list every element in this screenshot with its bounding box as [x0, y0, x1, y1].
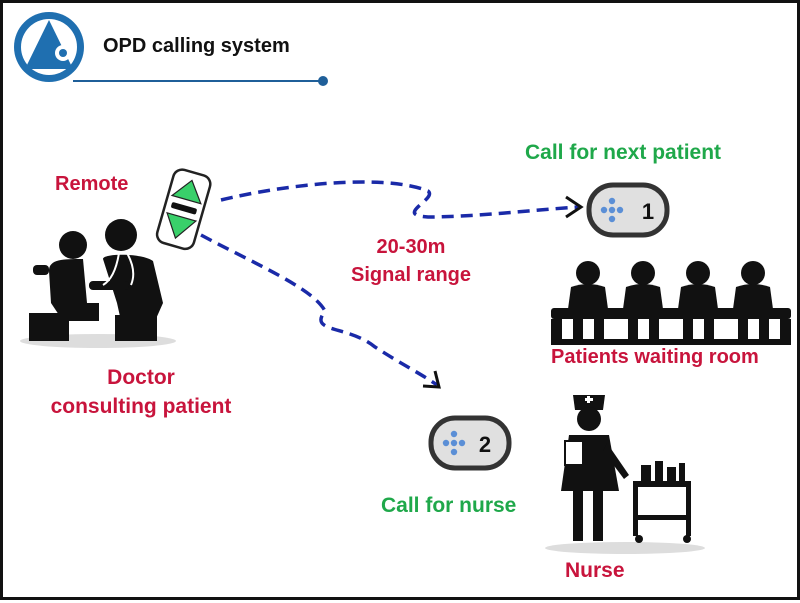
- signal-range-label: 20-30m Signal range: [331, 233, 491, 289]
- signal-range-line1: 20-30m: [376, 236, 446, 258]
- signal-path-to-patient-display: [220, 180, 584, 219]
- nurse-call-display: 2: [428, 415, 512, 471]
- doctor-label: Doctor consulting patient: [41, 363, 241, 421]
- logo-icon: [14, 12, 84, 82]
- remote-label: Remote: [55, 173, 129, 195]
- doctor-label-line1: Doctor: [107, 366, 175, 389]
- nurse-display-number: 2: [479, 432, 491, 457]
- remote-icon: [155, 168, 212, 251]
- patient-call-display: 1: [586, 182, 670, 238]
- waiting-patients-icon: [551, 261, 791, 345]
- page-title: OPD calling system: [103, 35, 290, 57]
- nurse-label: Nurse: [565, 559, 625, 582]
- nurse-icon: [545, 395, 705, 554]
- diagram-art: 1 2: [14, 12, 791, 554]
- header-underline: [73, 76, 328, 86]
- doctor-label-line2: consulting patient: [50, 395, 232, 418]
- patient-display-number: 1: [642, 199, 654, 224]
- signal-range-line2: Signal range: [350, 264, 472, 286]
- nurse-display-caption: Call for nurse: [381, 494, 517, 517]
- signal-path-to-nurse-display: [200, 233, 441, 389]
- patient-display-caption: Call for next patient: [525, 141, 722, 164]
- doctor-patient-icon: [20, 219, 176, 348]
- waiting-room-label: Patients waiting room: [551, 346, 759, 368]
